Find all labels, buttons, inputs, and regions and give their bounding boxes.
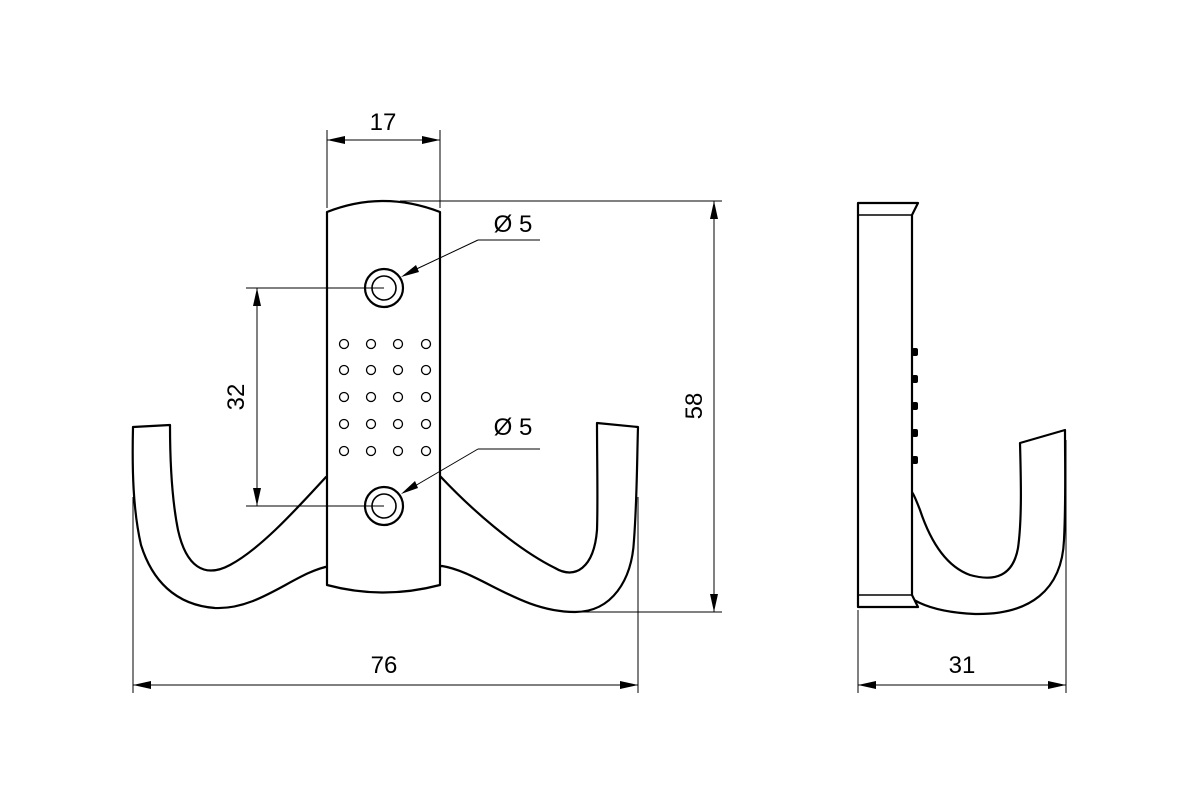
side-plate-profile [856,201,920,609]
side-view: 31 [856,201,1067,693]
side-dot-indicators [912,348,918,464]
bottom-hole-diameter-label: Ø 5 [494,414,533,441]
front-view: 17 Ø 5 Ø 5 32 [131,109,722,693]
hole-spacing-label: 32 [223,384,250,411]
dimension-bottom-hole-diameter: Ø 5 [401,414,540,494]
dimension-total-depth: 31 [857,440,1067,693]
total-height-label: 58 [681,393,708,420]
dimension-top-hole-diameter: Ø 5 [401,211,540,277]
mounting-plate [325,199,442,594]
dimension-total-height: 58 [400,200,722,613]
dimension-plate-width: 17 [326,109,441,208]
dimension-hole-spacing: 32 [223,287,384,507]
decorative-dot-grid [338,338,432,457]
total-depth-label: 31 [949,652,976,679]
plate-width-label: 17 [370,109,397,136]
top-hole-diameter-label: Ø 5 [494,211,533,238]
total-width-label: 76 [371,652,398,679]
dimension-total-width: 76 [132,497,639,693]
